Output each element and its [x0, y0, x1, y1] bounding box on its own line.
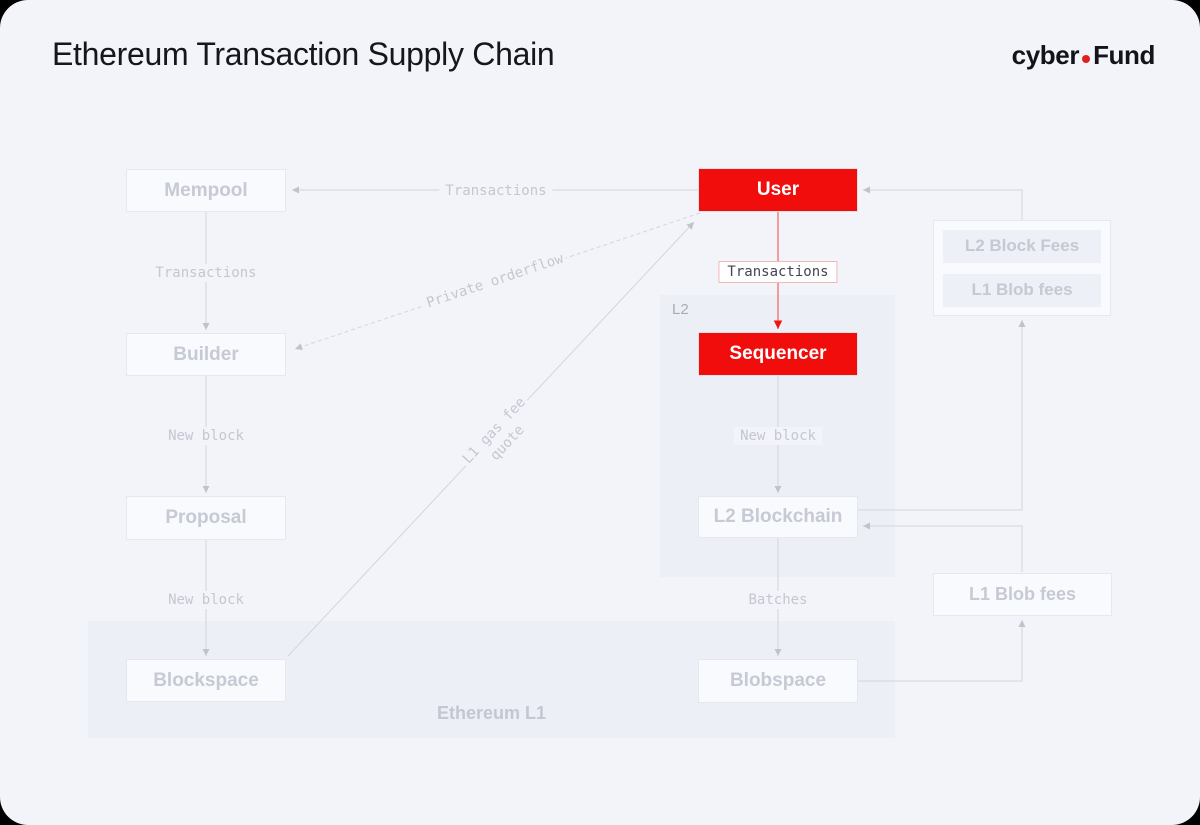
edge-label-new-block-l2: New block: [734, 427, 822, 445]
node-proposal: Proposal: [126, 496, 286, 540]
node-mempool: Mempool: [126, 169, 286, 212]
edge-label-transactions-left: Transactions: [149, 264, 263, 282]
edge-feespanel-to-user: [863, 186, 1023, 221]
edge-label-batches: Batches: [742, 591, 814, 609]
node-l2-blockchain-label: L2 Blockchain: [713, 506, 843, 527]
node-blockspace-label: Blockspace: [153, 669, 259, 691]
region-l2-label: L2: [672, 301, 689, 318]
node-l1-blob-fees-label: L1 Blob fees: [968, 584, 1077, 604]
node-user: User: [698, 168, 858, 212]
node-builder-label: Builder: [173, 343, 239, 365]
fees-panel: L2 Block Fees L1 Blob fees: [933, 220, 1111, 316]
logo-text-cyber: cyber: [1011, 40, 1080, 70]
edge-label-private-orderflow: Private orderflow: [421, 249, 569, 313]
cyberfund-logo: cyber Fund: [1011, 40, 1156, 71]
edge-label-transactions-top: Transactions: [439, 182, 553, 200]
fee-chip-l1-blob-fees: L1 Blob fees: [943, 273, 1101, 307]
node-l2-blockchain: L2 Blockchain: [698, 496, 858, 538]
node-sequencer: Sequencer: [698, 332, 858, 376]
node-mempool-label: Mempool: [164, 179, 248, 201]
edge-label-new-block-2: New block: [162, 591, 250, 609]
fee-chip-l2-block-fees: L2 Block Fees: [943, 229, 1101, 263]
node-sequencer-label: Sequencer: [729, 343, 827, 364]
node-builder: Builder: [126, 333, 286, 376]
edge-label-transactions-red: Transactions: [718, 261, 838, 283]
node-proposal-label: Proposal: [165, 507, 247, 528]
logo-text-fund: Fund: [1093, 40, 1155, 70]
node-blobspace-label: Blobspace: [729, 670, 827, 691]
region-ethereum-l1-label: Ethereum L1: [437, 703, 547, 723]
node-blockspace: Blockspace: [126, 659, 286, 702]
edge-label-new-block-1: New block: [162, 427, 250, 445]
node-user-label: User: [756, 179, 800, 200]
logo-dot-icon: [1082, 54, 1091, 63]
page-title: Ethereum Transaction Supply Chain: [52, 36, 555, 72]
node-blobspace: Blobspace: [698, 659, 858, 703]
node-l1-blob-fees: L1 Blob fees: [933, 573, 1112, 616]
